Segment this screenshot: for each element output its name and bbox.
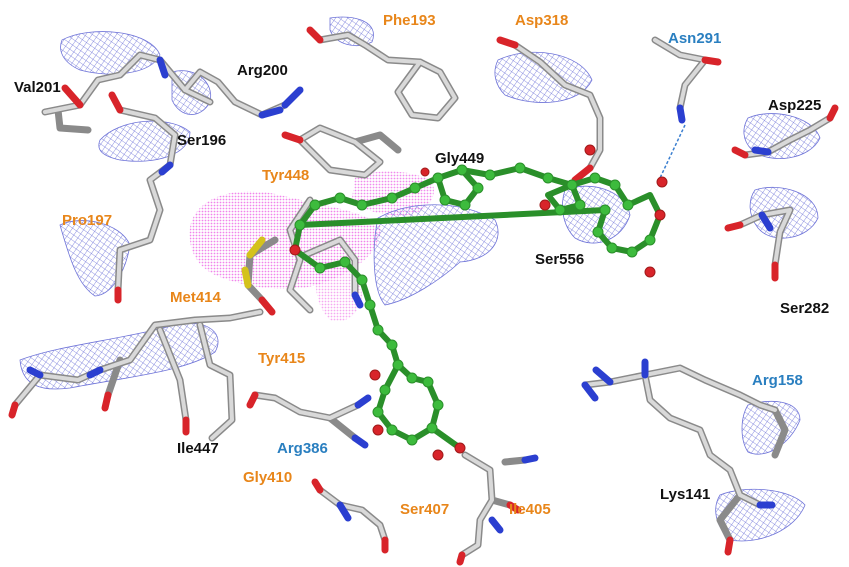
hydrogen-bond bbox=[659, 124, 686, 179]
label-ser196: Ser196 bbox=[177, 132, 226, 149]
label-asp318: Asp318 bbox=[515, 12, 568, 29]
label-ser282: Ser282 bbox=[780, 300, 829, 317]
label-asn291: Asn291 bbox=[668, 30, 721, 47]
label-arg200: Arg200 bbox=[237, 62, 288, 79]
label-ile447: Ile447 bbox=[177, 440, 219, 457]
label-ser556: Ser556 bbox=[535, 251, 584, 268]
label-tyr448: Tyr448 bbox=[262, 167, 309, 184]
label-lys141: Lys141 bbox=[660, 486, 710, 503]
label-met414: Met414 bbox=[170, 289, 222, 306]
label-pro197: Pro197 bbox=[62, 212, 112, 229]
mesh-maps bbox=[19, 16, 821, 542]
ligand bbox=[289, 144, 668, 461]
label-asp225: Asp225 bbox=[768, 97, 821, 114]
heteroatoms bbox=[8, 26, 839, 566]
label-ile405: Ile405 bbox=[509, 501, 551, 518]
residue-labels: Val201 Arg200 Phe193 Asp318 Asn291 Asp22… bbox=[14, 12, 829, 518]
label-ser407: Ser407 bbox=[400, 501, 449, 518]
protein-sticks-highlight bbox=[13, 33, 832, 557]
label-phe193: Phe193 bbox=[383, 12, 436, 29]
label-arg158: Arg158 bbox=[752, 372, 803, 389]
label-gly410: Gly410 bbox=[243, 469, 292, 486]
label-gly449: Gly449 bbox=[435, 150, 484, 167]
label-arg386: Arg386 bbox=[277, 440, 328, 457]
label-val201: Val201 bbox=[14, 79, 61, 96]
label-tyr415: Tyr415 bbox=[258, 350, 305, 367]
